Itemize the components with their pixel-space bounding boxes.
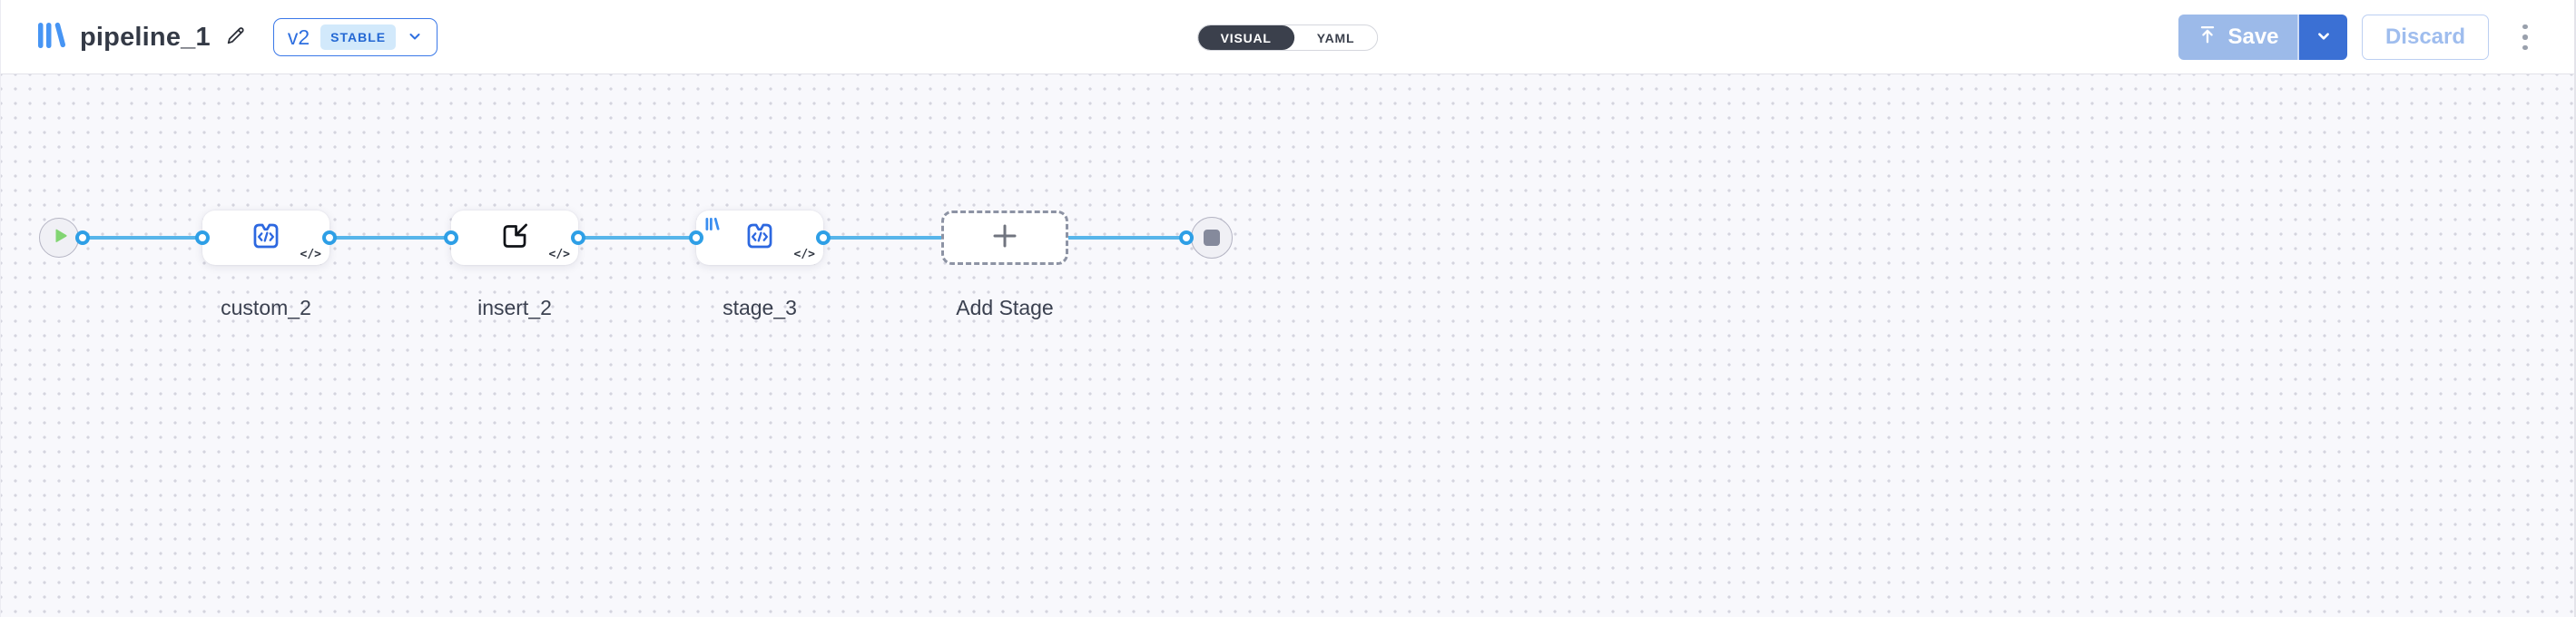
port-custom2-in[interactable] — [195, 230, 210, 245]
code-badge: </> — [793, 248, 815, 261]
stop-icon — [1204, 230, 1220, 246]
app-logo-icon — [703, 216, 720, 237]
chevron-down-icon — [2313, 25, 2335, 50]
app-logo-icon — [34, 19, 66, 56]
node-stage_3[interactable]: </> — [696, 211, 823, 265]
kebab-dot — [2522, 34, 2528, 40]
port-end-in[interactable] — [1179, 230, 1194, 245]
plus-icon — [990, 221, 1019, 255]
puzzle-code-icon — [246, 216, 286, 260]
port-start-out[interactable] — [75, 230, 90, 245]
code-badge: </> — [548, 248, 570, 261]
node-label-custom_2: custom_2 — [221, 296, 311, 319]
edge-stage3-addstage — [823, 236, 941, 240]
port-stage3-in[interactable] — [689, 230, 703, 245]
save-split-button: Save — [2178, 15, 2347, 60]
kebab-dot — [2522, 24, 2528, 30]
pipeline-canvas[interactable]: </> </> — [1, 74, 2574, 617]
view-mode-toggle: VISUAL YAML — [1196, 24, 1379, 51]
edge-start-custom2 — [83, 236, 202, 240]
top-bar: pipeline_1 v2 STABLE — [1, 0, 2574, 74]
save-button-label: Save — [2227, 24, 2279, 49]
more-options-button[interactable] — [2511, 15, 2540, 60]
code-badge: </> — [300, 248, 321, 261]
pencil-icon — [224, 24, 247, 50]
save-options-button[interactable] — [2297, 15, 2347, 60]
pipeline-title: pipeline_1 — [80, 22, 211, 52]
discard-button[interactable]: Discard — [2362, 15, 2489, 60]
save-button[interactable]: Save — [2178, 15, 2297, 60]
node-custom_2[interactable]: </> — [202, 211, 329, 265]
node-label-insert_2: insert_2 — [477, 296, 552, 319]
edge-addstage-end — [1068, 236, 1186, 240]
chevron-down-icon — [407, 28, 423, 47]
version-selector[interactable]: v2 STABLE — [272, 18, 438, 56]
header-right-group: Save Discard — [2178, 15, 2540, 60]
stop-node[interactable] — [1191, 217, 1233, 259]
port-insert2-out[interactable] — [571, 230, 585, 245]
port-insert2-in[interactable] — [444, 230, 458, 245]
port-stage3-out[interactable] — [816, 230, 831, 245]
play-icon — [52, 227, 70, 250]
edge-custom2-insert2 — [329, 236, 451, 240]
header-left-group: pipeline_1 v2 STABLE — [34, 0, 438, 74]
edge-insert2-stage3 — [578, 236, 696, 240]
version-label: v2 — [287, 24, 310, 49]
puzzle-code-icon — [740, 216, 780, 260]
tab-visual[interactable]: VISUAL — [1197, 25, 1294, 50]
trigger-node[interactable] — [39, 218, 79, 258]
kebab-dot — [2522, 44, 2528, 51]
add-stage-button[interactable] — [941, 211, 1068, 265]
node-insert_2[interactable]: </> — [451, 211, 578, 265]
upload-icon — [2197, 24, 2218, 52]
version-status-badge: STABLE — [320, 24, 397, 50]
port-custom2-out[interactable] — [322, 230, 337, 245]
node-label-stage_3: stage_3 — [723, 296, 797, 319]
insert-icon — [496, 217, 534, 260]
rename-pipeline-button[interactable] — [224, 24, 247, 50]
tab-yaml[interactable]: YAML — [1294, 25, 1378, 50]
node-label-add-stage: Add Stage — [956, 296, 1054, 319]
